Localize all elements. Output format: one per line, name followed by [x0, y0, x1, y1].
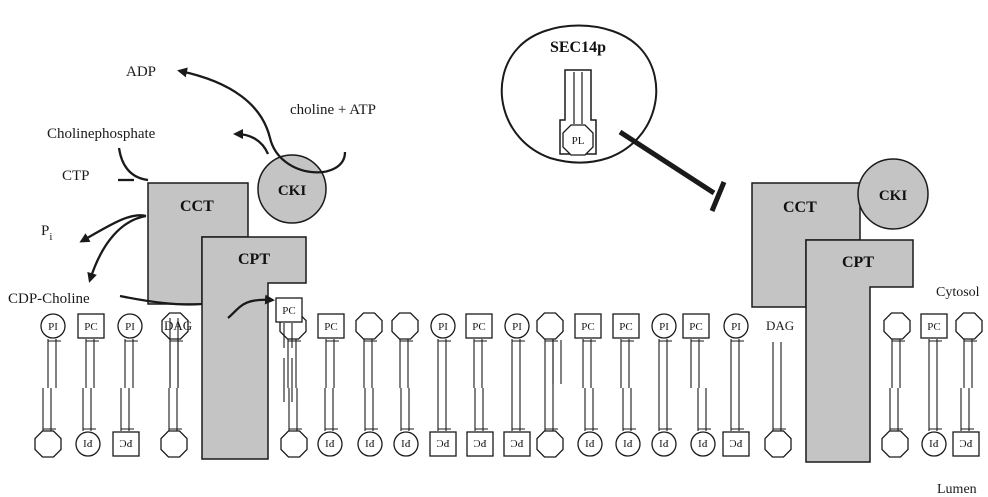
- lipid-head-bottom-7-text: PI: [401, 437, 411, 449]
- lipid-head-bottom-2-text: PC: [119, 437, 132, 449]
- lipid-head-top-10-text: PI: [512, 321, 522, 333]
- sec14p-label: SEC14p: [550, 39, 606, 56]
- new-pc-head-text: PC: [282, 305, 295, 317]
- cct-label-right: CCT: [783, 199, 817, 216]
- ctp-label: CTP: [62, 168, 90, 184]
- right-enzyme-complex: CCT CPT CKI: [752, 159, 928, 462]
- lipid-head-top-0-text: PI: [48, 321, 58, 333]
- lipid-head-top-15-text: PC: [689, 321, 702, 333]
- lipid-head-top-14-text: PI: [659, 321, 669, 333]
- cpt-label-left: CPT: [238, 251, 270, 268]
- lipid-head-top-12-text: PC: [581, 321, 594, 333]
- lipid-head-bottom-13-text: PI: [623, 437, 633, 449]
- adp-label: ADP: [126, 64, 156, 80]
- lipid-head-top-5-text: PC: [324, 321, 337, 333]
- lipid-head-top-1-text: PC: [84, 321, 97, 333]
- lipid-head-bottom-9-text: PC: [473, 437, 486, 449]
- lipid-head-bottom-6-text: PI: [365, 437, 375, 449]
- lipid-head-bottom-4: [281, 431, 307, 457]
- lipid-head-top-2-text: PI: [125, 321, 135, 333]
- lipid-head-top-8-text: PI: [438, 321, 448, 333]
- inhibition-bar: [712, 182, 724, 211]
- dag-label-right: DAG: [766, 318, 794, 333]
- cpt-label-right: CPT: [842, 254, 874, 271]
- cholinephosphate-arrow: [236, 134, 268, 154]
- lumen-label: Lumen: [937, 482, 977, 497]
- atp-to-adp-arrow: [180, 71, 345, 172]
- cct-label-left: CCT: [180, 198, 214, 215]
- lipid-head-bottom-3: [161, 431, 187, 457]
- lipid-head-top-18-text: PC: [927, 321, 940, 333]
- cytosol-label: Cytosol: [936, 285, 980, 300]
- pi-label: Pi: [41, 223, 52, 243]
- dag-label-left: DAG: [164, 318, 192, 333]
- sec14p-inhibition-arrow: [620, 132, 724, 211]
- cki-label-left: CKI: [278, 183, 307, 199]
- cpt-enzyme-left: [202, 237, 306, 459]
- inhibition-line: [620, 132, 714, 193]
- lipid-head-bottom-0: [35, 431, 61, 457]
- lipid-head-bottom-18: [882, 431, 908, 457]
- lipid-head-bottom-14-text: PI: [659, 437, 669, 449]
- lipid-head-top-13-text: PC: [619, 321, 632, 333]
- pi-main: P: [41, 223, 49, 239]
- cki-label-right: CKI: [879, 188, 908, 204]
- lipid-head-top-19: [956, 313, 982, 339]
- pl-label: PL: [572, 135, 585, 147]
- lipid-head-bottom-10-text: PC: [510, 437, 523, 449]
- choline-atp-label: choline + ATP: [290, 102, 376, 118]
- cdp-choline-arrow: [90, 216, 146, 280]
- lipid-head-top-16-text: PI: [731, 321, 741, 333]
- lipid-head-bottom-1-text: PI: [83, 437, 93, 449]
- lipid-head-top-17: [884, 313, 910, 339]
- lipid-head-bottom-5-text: PI: [325, 437, 335, 449]
- lipid-head-bottom-19-text: PI: [929, 437, 939, 449]
- lipid-head-bottom-20-text: PC: [959, 437, 972, 449]
- lipid-head-bottom-16-text: PC: [729, 437, 742, 449]
- lipid-head-top-11: [537, 313, 563, 339]
- lipid-head-bottom-11: [537, 431, 563, 457]
- ctp-input-curve: [119, 148, 148, 180]
- cdp-choline-label: CDP-Choline: [8, 291, 90, 307]
- lipid-head-bottom-8-text: PC: [436, 437, 449, 449]
- cholinephosphate-label: Cholinephosphate: [47, 126, 156, 142]
- lipid-head-bottom-12-text: PI: [585, 437, 595, 449]
- lipid-head-bottom-15-text: PI: [698, 437, 708, 449]
- lipid-head-top-7: [392, 313, 418, 339]
- pi-subscript: i: [49, 231, 52, 243]
- lipid-head-top-9-text: PC: [472, 321, 485, 333]
- lipid-head-bottom-17: [765, 431, 791, 457]
- lipid-head-top-6: [356, 313, 382, 339]
